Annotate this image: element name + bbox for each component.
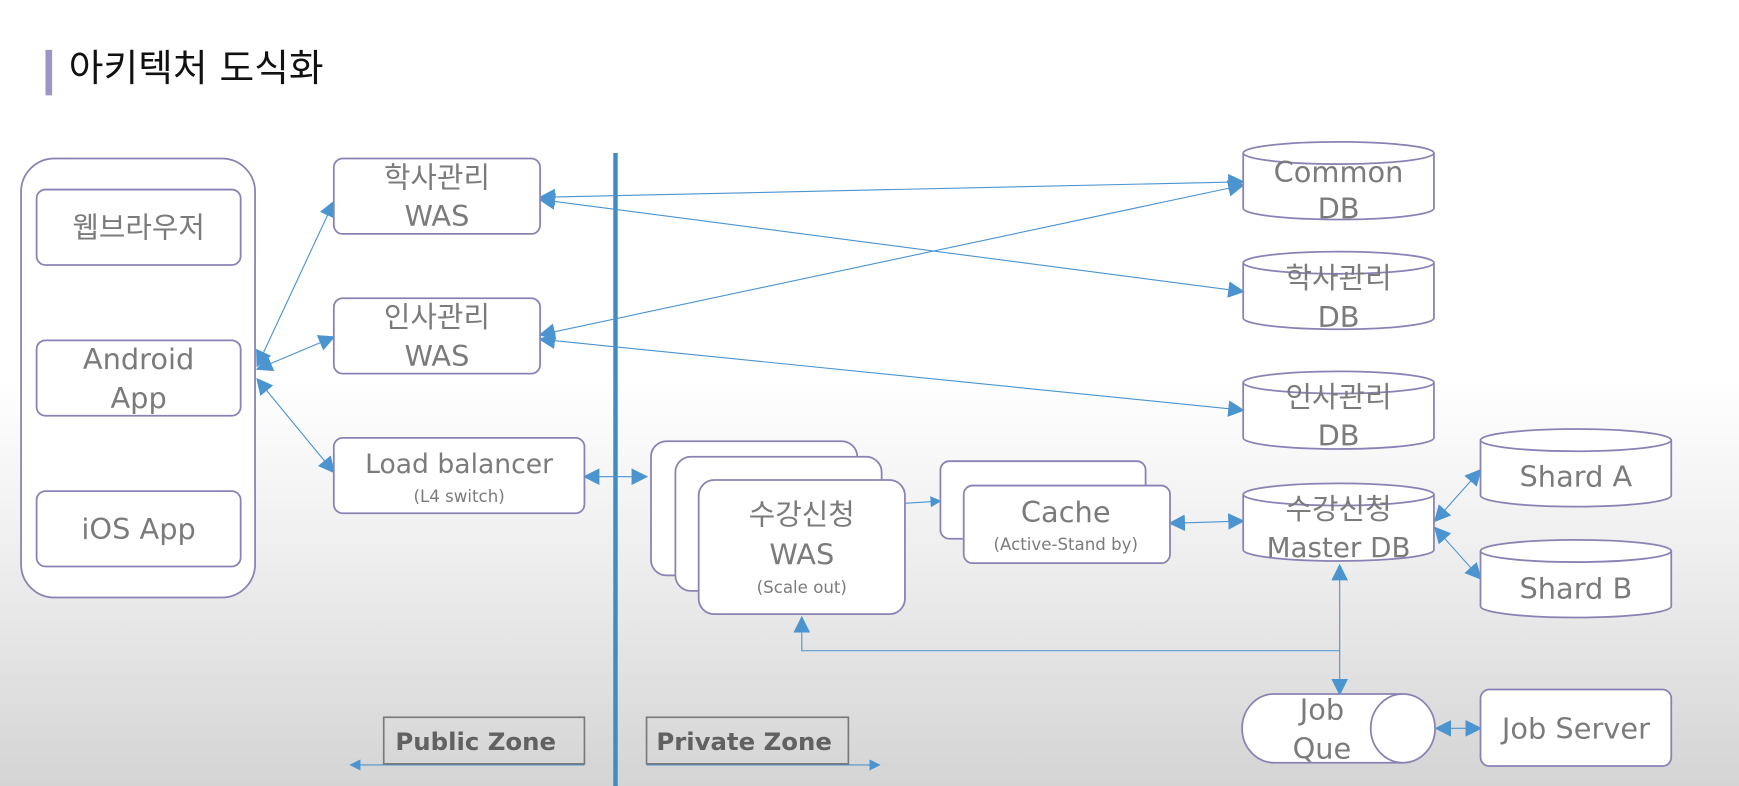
academic-db-node[interactable]: [1242, 250, 1435, 331]
web-browser-client[interactable]: [35, 188, 242, 266]
enroll-was-label-line1: 수강신청: [749, 497, 855, 531]
shard-a-label: Shard A: [1520, 460, 1633, 494]
shard-b-label: Shard B: [1519, 572, 1632, 606]
public-zone-box: [382, 716, 586, 765]
connectors: [255, 173, 1483, 771]
android-label-line1: Android: [83, 342, 194, 376]
shard-a-db-node[interactable]: [1479, 428, 1673, 508]
arrow-hr-was-hr-db: [538, 332, 1245, 417]
job-queue-label-line2: Que: [1293, 731, 1352, 765]
common-db-label-line2: DB: [1318, 191, 1360, 225]
android-app-client[interactable]: [35, 339, 242, 417]
ios-app-client[interactable]: [35, 490, 242, 568]
arrow-master-db-shard-a: [1433, 468, 1482, 523]
public-zone-label: Public Zone: [395, 727, 556, 756]
hr-db-label-line1: 인사관리: [1286, 380, 1392, 414]
hr-was-label-line2: WAS: [404, 339, 469, 373]
academic-was-node[interactable]: [332, 157, 541, 235]
hr-was-label-line1: 인사관리: [384, 300, 490, 334]
web-browser-label: 웹브라우저: [72, 210, 205, 244]
hr-was-node[interactable]: [332, 297, 541, 375]
arrow-academic-was-academic-db: [538, 193, 1245, 298]
cache-label: Cache: [1021, 495, 1111, 529]
ios-label: iOS App: [81, 512, 195, 546]
arrow-cache-master-db: [1168, 513, 1245, 532]
private-zone-box: [645, 716, 850, 765]
load-balancer-note: (L4 switch): [414, 487, 505, 506]
hr-db-label-line2: DB: [1318, 419, 1360, 453]
job-server-label: Job Server: [1500, 711, 1650, 745]
arrow-academic-was-common-db: [538, 173, 1245, 206]
private-zone-label: Private Zone: [656, 727, 832, 756]
cache-node[interactable]: [962, 484, 1171, 565]
arrow-hr-was-common-db: [538, 180, 1245, 340]
shard-b-db-node[interactable]: [1479, 539, 1673, 619]
arrow-master-db-shard-b: [1433, 526, 1482, 580]
common-db-node[interactable]: [1242, 141, 1435, 221]
master-db-label-line2: Master DB: [1267, 531, 1411, 564]
common-db-label-line1: Common: [1274, 155, 1404, 189]
arrow-client-hr-was: [255, 335, 336, 372]
job-queue-label-line1: Job: [1298, 693, 1344, 727]
enroll-was-note: (Scale out): [757, 578, 847, 597]
page-title: 아키텍처 도식화: [68, 46, 324, 91]
title-accent-bar: [45, 49, 53, 96]
cache-note: (Active-Stand by): [994, 535, 1138, 554]
academic-was-label-line2: WAS: [404, 199, 469, 233]
academic-db-label-line1: 학사관리: [1286, 261, 1392, 295]
hr-db-node[interactable]: [1242, 370, 1435, 450]
enroll-was-node[interactable]: [697, 479, 906, 616]
android-label-line2: App: [110, 381, 166, 415]
enroll-was-label-line2: WAS: [769, 537, 834, 571]
job-server-node[interactable]: [1479, 688, 1673, 767]
arrow-client-academic-was: [256, 200, 336, 368]
arrow-enroll-was-cache: [904, 496, 942, 508]
enroll-master-db-node[interactable]: [1242, 482, 1435, 562]
job-queue-node[interactable]: [1241, 693, 1436, 764]
load-balancer-label: Load balancer: [365, 449, 553, 480]
load-balancer-node[interactable]: [332, 437, 586, 515]
arrow-job-feedback-enroll-was: [793, 615, 1340, 652]
arrow-client-load-balancer: [256, 377, 335, 474]
master-db-label-line1: 수강신청: [1286, 492, 1392, 526]
academic-db-label-line2: DB: [1318, 300, 1360, 334]
academic-was-label-line1: 학사관리: [384, 160, 490, 194]
